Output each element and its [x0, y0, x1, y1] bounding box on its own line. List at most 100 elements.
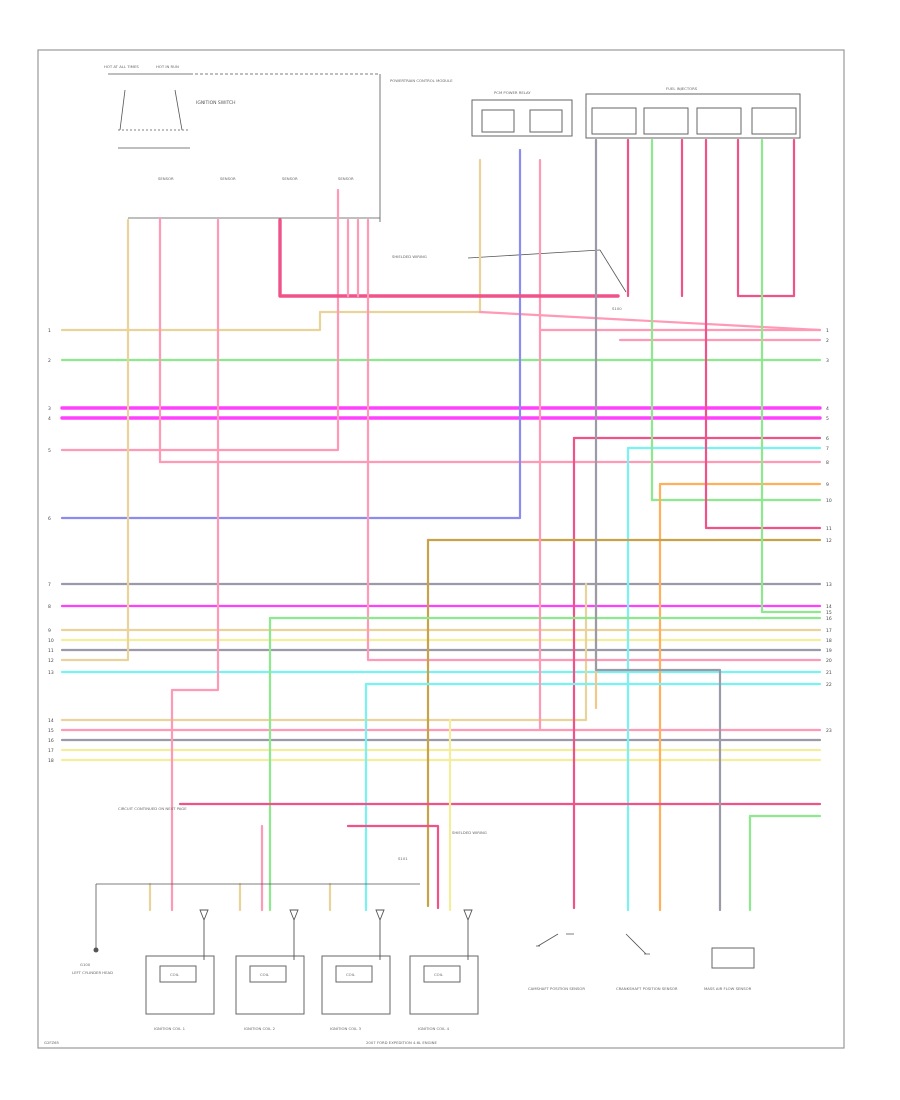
- comp-label-3: SENSOR: [282, 176, 298, 181]
- coil-3-inner: [335, 965, 373, 983]
- ignition-coil-3: [321, 955, 391, 1015]
- ground-icon: [93, 947, 99, 953]
- ignition-switch: HOT AT ALL TIMES HOT IN RUN IGNITION SWI…: [104, 64, 453, 222]
- splice-label: S100: [612, 306, 622, 311]
- right-pin-17: 17: [826, 628, 832, 634]
- comp-label-2: SENSOR: [220, 176, 236, 181]
- right-pin-12: 12: [826, 538, 832, 544]
- lower-shield-note: SHIELDED WIRING: [452, 830, 487, 835]
- right-pin-23: 23: [826, 728, 832, 734]
- ignition-switch-label: IGNITION SWITCH: [196, 100, 236, 106]
- right-pin-7: 7: [826, 446, 829, 452]
- right-pin-6: 6: [826, 436, 829, 442]
- right-pin-4: 4: [826, 406, 829, 412]
- left-pin-1: 1: [48, 328, 51, 334]
- right-pin-22: 22: [826, 682, 832, 688]
- lower-left-note: CIRCUIT CONTINUED ON NEXT PAGE: [118, 806, 187, 811]
- left-pin-4: 4: [48, 416, 51, 422]
- right-pin-15: 15: [826, 610, 832, 616]
- top-components: SENSOR SENSOR SENSOR SENSOR: [128, 176, 380, 219]
- coil-4-label: IGNITION COIL 4: [418, 1026, 450, 1031]
- comp-label-4: SENSOR: [338, 176, 354, 181]
- pcm-relay: PCM POWER RELAY: [471, 90, 573, 137]
- lower-splice-label: S101: [398, 856, 408, 861]
- shielded-note: SHIELDED WIRING: [392, 254, 427, 259]
- diagram-frame: [37, 49, 845, 1049]
- wire-gray-47: [594, 138, 722, 912]
- right-pin-2: 2: [826, 338, 829, 344]
- footer-center: 2007 FORD EXPEDITION 4.6L ENGINE: [366, 1040, 438, 1045]
- wire-red-51: [736, 138, 796, 298]
- comp-label-1: SENSOR: [158, 176, 174, 181]
- right-pin-21: 21: [826, 670, 832, 676]
- ground-label: G100: [80, 962, 91, 967]
- ignition-coils: COIL COIL COIL COIL IGNITION COIL 1 IGNI…: [72, 883, 479, 1031]
- relay-sub-1: [481, 109, 515, 133]
- sensor-3-label: MASS AIR FLOW SENSOR: [704, 986, 752, 991]
- wire-red-55: [346, 824, 440, 910]
- coil-3-box-label: COIL: [346, 972, 356, 977]
- wire-tan-0: [60, 158, 482, 332]
- right-pin-19: 19: [826, 648, 832, 654]
- left-pin-15: 15: [48, 728, 54, 734]
- right-pin-20: 20: [826, 658, 832, 664]
- left-pin-12: 12: [48, 658, 54, 664]
- wire-blue-11: [60, 148, 522, 520]
- left-pin-10: 10: [48, 638, 54, 644]
- sensor-1-label: CAMSHAFT POSITION SENSOR: [528, 986, 585, 991]
- wire-tan-19: [60, 582, 588, 722]
- left-pin-2: 2: [48, 358, 51, 364]
- left-pin-18: 18: [48, 758, 54, 764]
- left-pin-11: 11: [48, 648, 54, 654]
- injector-4: [751, 107, 797, 135]
- left-pin-3: 3: [48, 406, 51, 412]
- coil-2-label: IGNITION COIL 2: [244, 1026, 276, 1031]
- injector-label: FUEL INJECTORS: [666, 86, 698, 91]
- maf-sensor-box: [711, 947, 755, 969]
- right-pin-8: 8: [826, 460, 829, 466]
- relay-sub-2: [529, 109, 563, 133]
- left-pin-16: 16: [48, 738, 54, 744]
- right-pin-3: 3: [826, 358, 829, 364]
- left-pin-13: 13: [48, 670, 54, 676]
- right-pin-16: 16: [826, 616, 832, 622]
- right-pin-13: 13: [826, 582, 832, 588]
- left-pin-6: 6: [48, 516, 51, 522]
- right-pin-14: 14: [826, 604, 832, 610]
- right-pin-18: 18: [826, 638, 832, 644]
- ground-note: LEFT CYLINDER HEAD: [72, 970, 113, 975]
- wire-pink-28: [366, 218, 822, 662]
- switch-symbol-2: [625, 933, 650, 955]
- sensor-2-label: CRANKSHAFT POSITION SENSOR: [616, 986, 678, 991]
- relay-label: PCM POWER RELAY: [494, 90, 531, 95]
- coil-2-box-label: COIL: [260, 972, 270, 977]
- left-pin-5: 5: [48, 448, 51, 454]
- ignition-coil-1: [145, 955, 215, 1015]
- left-pin-9: 9: [48, 628, 51, 634]
- right-pin-11: 11: [826, 526, 832, 532]
- coil-4-box-label: COIL: [434, 972, 444, 977]
- coil-1-inner: [159, 965, 197, 983]
- injector-2: [643, 107, 689, 135]
- wires: [60, 138, 822, 912]
- bottom-sensors: CAMSHAFT POSITION SENSOR CRANKSHAFT POSI…: [528, 933, 755, 991]
- wire-red-50: [704, 138, 822, 530]
- wire-red-24: [278, 218, 620, 298]
- switch-top-label-1: HOT AT ALL TIMES: [104, 64, 139, 69]
- coil-2-inner: [249, 965, 287, 983]
- wire-green-52: [760, 138, 822, 614]
- injector-3: [696, 107, 742, 135]
- left-pin-17: 17: [48, 748, 54, 754]
- coil-1-box-label: COIL: [170, 972, 180, 977]
- right-pin-5: 5: [826, 416, 829, 422]
- wire-tan-17: [60, 218, 130, 662]
- footer-left: G2FZ65: [44, 1040, 60, 1045]
- relay-note: POWERTRAIN CONTROL MODULE: [390, 78, 453, 83]
- switch-top-label-2: HOT IN RUN: [156, 64, 179, 69]
- fuel-injectors: FUEL INJECTORS: [585, 86, 801, 139]
- left-pin-14: 14: [48, 718, 54, 724]
- left-pin-8: 8: [48, 604, 51, 610]
